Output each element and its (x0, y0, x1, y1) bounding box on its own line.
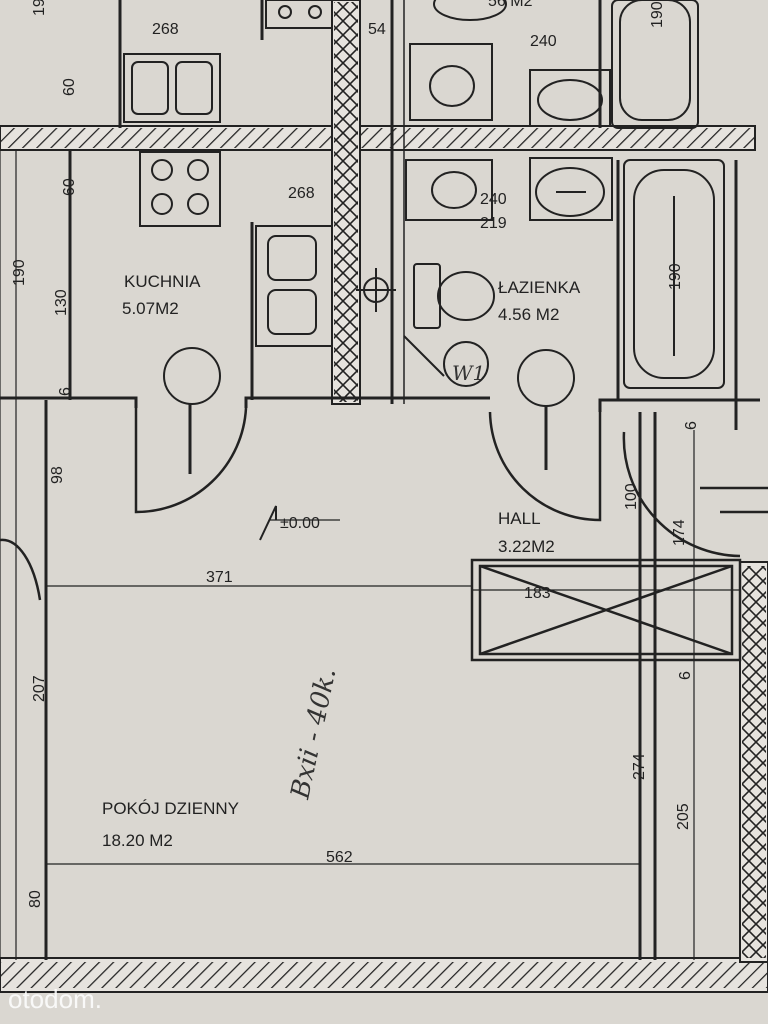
dim-60-b: 60 (61, 178, 78, 196)
bottom-wall (0, 957, 768, 993)
dim-190-bath: 190 (667, 263, 684, 290)
dim-100: 100 (623, 483, 640, 510)
dim-54: 54 (368, 21, 386, 38)
dim-183: 183 (524, 585, 551, 602)
hall-area: 3.22M2 (498, 537, 555, 556)
dim-219: 219 (480, 215, 507, 232)
watermark: otodom. (8, 984, 102, 1014)
level-mark: ±0.00 (280, 515, 320, 532)
upper-wall (0, 125, 756, 151)
bathtub-icon (623, 159, 725, 389)
dim-190-tl: 190 (31, 0, 48, 16)
washbasin-icon (405, 157, 613, 221)
dim-274: 274 (631, 753, 648, 780)
dim-56-top: 56 M2 (488, 0, 533, 10)
dimension-lines (0, 150, 740, 960)
lamp-icons (163, 347, 575, 474)
dim-190-tr: 190 (649, 1, 666, 28)
dim-562: 562 (326, 849, 353, 866)
drain-icon (356, 268, 396, 312)
dim-60-a: 60 (61, 78, 78, 96)
dim-268-top: 268 (152, 21, 179, 38)
kitchen-area: 5.07M2 (122, 299, 179, 318)
kitchen-name: KUCHNIA (124, 272, 201, 291)
dim-6-left: 6 (57, 387, 74, 396)
stove-icon (139, 151, 221, 227)
dim-174: 174 (671, 519, 688, 546)
living-room-name: POKÓJ DZIENNY (102, 799, 239, 818)
dim-205: 205 (675, 803, 692, 830)
dim-98: 98 (49, 466, 66, 484)
upper-bath-icon (409, 0, 699, 129)
living-room-area: 18.20 M2 (102, 831, 173, 850)
dim-190-left: 190 (11, 259, 28, 286)
hall-name: HALL (498, 509, 541, 528)
shaft (331, 0, 405, 405)
w1-label: W1 (452, 361, 485, 385)
right-wall (739, 561, 768, 963)
dim-6-low: 6 (677, 671, 694, 680)
dim-268-mid: 268 (288, 185, 315, 202)
dim-207: 207 (31, 675, 48, 702)
door-swing-icons (0, 407, 768, 601)
dim-80: 80 (27, 890, 44, 908)
wardrobe (470, 558, 742, 662)
upper-sink-icon (123, 0, 333, 123)
bathroom-area: 4.56 M2 (498, 305, 559, 324)
dim-6-right: 6 (683, 421, 700, 430)
window-w1-symbol (403, 335, 489, 387)
dim-371: 371 (206, 569, 233, 586)
dim-240-mid: 240 (480, 191, 507, 208)
bathroom-name: ŁAZIENKA (498, 278, 581, 297)
dim-130: 130 (53, 289, 70, 316)
sink-icon (255, 225, 333, 347)
dim-240-top: 240 (530, 33, 557, 50)
toilet-icon (413, 263, 495, 329)
